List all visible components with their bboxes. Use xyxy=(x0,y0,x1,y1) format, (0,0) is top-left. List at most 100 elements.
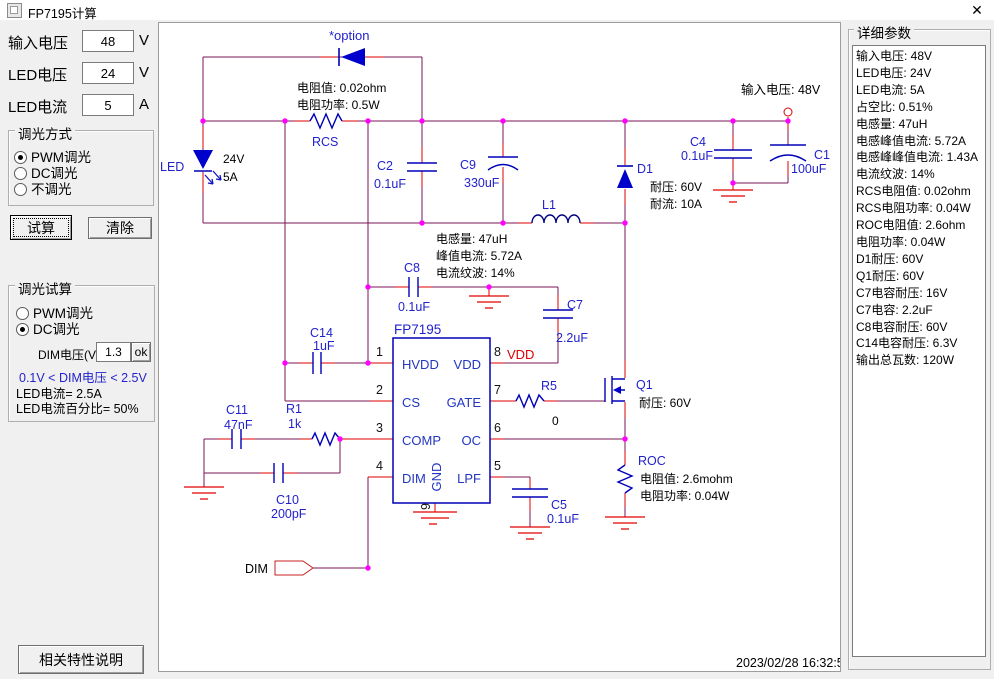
r1-designator: R1 xyxy=(286,402,302,416)
dimming-trial-groupbox xyxy=(8,285,155,422)
dim-range-hint: 0.1V < DIM电压 < 2.5V xyxy=(19,371,147,385)
roc-designator: ROC xyxy=(638,454,666,468)
calculate-button[interactable]: 试算 xyxy=(10,215,72,240)
param-item[interactable]: 电感峰峰值电流: 1.43A xyxy=(856,150,979,165)
detail-params-listbox[interactable]: 输入电压: 48V LED电压: 24V LED电流: 5A 占空比: 0.51… xyxy=(852,45,986,657)
dim-voltage-field[interactable] xyxy=(96,342,131,362)
param-item[interactable]: 电感量: 47uH xyxy=(856,116,928,131)
c1-capacitor xyxy=(769,144,807,162)
radio-label: PWM调光 xyxy=(33,306,93,321)
c4-value: 0.1uF xyxy=(681,149,713,163)
radio-icon xyxy=(14,167,27,180)
param-item[interactable]: C8电容耐压: 60V xyxy=(856,319,948,334)
input-voltage-field[interactable] xyxy=(82,30,134,52)
c8-value: 0.1uF xyxy=(398,300,430,314)
param-item[interactable]: LED电压: 24V xyxy=(856,65,932,80)
radio-label: DC调光 xyxy=(33,322,80,337)
led-current-unit: A xyxy=(139,96,150,113)
param-item[interactable]: RCS电阻功率: 0.04W xyxy=(856,201,971,216)
roc-resistance-label: 电阻值: 2.6mohm xyxy=(640,471,733,486)
c1-designator: C1 xyxy=(814,148,830,162)
c7-capacitor xyxy=(543,309,573,319)
input-voltage-unit: V xyxy=(139,32,150,49)
l1-ripple-note: 电流纹波: 14% xyxy=(436,266,515,280)
param-item[interactable]: 电流纹波: 14% xyxy=(856,167,935,182)
pin-number-1: 1 xyxy=(376,345,383,359)
q1-mosfet xyxy=(604,376,625,404)
c2-capacitor xyxy=(407,162,437,172)
r5-resistor xyxy=(515,393,545,409)
c10-capacitor xyxy=(273,463,284,483)
c7-designator: C7 xyxy=(567,298,583,312)
pin-vdd: VDD xyxy=(454,357,481,372)
c11-designator: C11 xyxy=(226,403,248,417)
pin-number-2: 2 xyxy=(376,383,383,397)
c14-capacitor xyxy=(312,352,322,374)
param-item[interactable]: Q1耐压: 60V xyxy=(856,268,925,283)
param-item[interactable]: 电阻功率: 0.04W xyxy=(856,234,946,249)
c1-value: 100uF xyxy=(791,162,827,176)
rcs-resistance-label: 电阻值: 0.02ohm xyxy=(297,80,386,95)
l1-peak-note: 峰值电流: 5.72A xyxy=(436,248,522,263)
vdd-net-label: VDD xyxy=(507,347,534,362)
radio-icon xyxy=(16,307,29,320)
pin-oc: OC xyxy=(462,433,482,448)
dim-port-label: DIM xyxy=(245,562,268,576)
clear-button[interactable]: 清除 xyxy=(88,217,152,239)
timestamp: 2023/02/28 16:32:52 xyxy=(736,656,840,670)
option-diode xyxy=(341,48,365,66)
pin-cs: CS xyxy=(402,395,420,410)
led-current-field[interactable] xyxy=(82,94,134,116)
radio-label: PWM调光 xyxy=(31,150,91,165)
param-item[interactable]: RCS电阻值: 0.02ohm xyxy=(856,184,971,199)
radio-no-dimming[interactable]: 不调光 xyxy=(14,178,72,197)
input-voltage-note: 输入电压: 48V xyxy=(741,82,821,97)
pin-comp: COMP xyxy=(402,433,441,448)
radio-icon xyxy=(16,323,29,336)
param-item[interactable]: 输入电压: 48V xyxy=(856,49,933,63)
ok-button[interactable]: ok xyxy=(131,342,151,362)
param-item[interactable]: D1耐压: 60V xyxy=(856,251,924,266)
led-diode xyxy=(193,150,213,169)
param-item[interactable]: 输出总瓦数: 120W xyxy=(856,353,955,368)
led-voltage-unit: V xyxy=(139,64,150,81)
trial-radio-pwm[interactable]: PWM调光 xyxy=(16,302,93,321)
pin-lpf: LPF xyxy=(457,471,481,486)
roc-resistor xyxy=(616,464,634,494)
c9-value: 330uF xyxy=(464,176,500,190)
radio-dc-dimming[interactable]: DC调光 xyxy=(14,162,78,181)
param-item[interactable]: ROC电阻值: 2.6ohm xyxy=(856,218,966,233)
detail-params-title: 详细参数 xyxy=(854,22,914,42)
characteristics-info-button[interactable]: 相关特性说明 xyxy=(18,645,144,674)
trial-radio-dc[interactable]: DC调光 xyxy=(16,318,80,337)
radio-pwm-dimming[interactable]: PWM调光 xyxy=(14,146,91,165)
param-item[interactable]: 占空比: 0.51% xyxy=(856,99,933,114)
q1-vrating: 耐压: 60V xyxy=(639,396,691,410)
pin-dim: DIM xyxy=(402,471,426,486)
param-item[interactable]: 电感峰值电流: 5.72A xyxy=(856,133,967,148)
c2-designator: C2 xyxy=(377,159,393,173)
trial-result-percent: LED电流百分比= 50% xyxy=(16,402,139,416)
pin-hvdd: HVDD xyxy=(402,357,439,372)
radio-label: 不调光 xyxy=(31,182,72,197)
trial-result-current: LED电流= 2.5A xyxy=(16,387,102,401)
d1-irating: 耐流: 10A xyxy=(650,197,702,211)
c8-designator: C8 xyxy=(404,261,420,275)
component-leads xyxy=(202,56,789,512)
c11-capacitor xyxy=(231,429,242,449)
param-item[interactable]: C7电容: 2.2uF xyxy=(856,302,933,317)
param-item[interactable]: C7电容耐压: 16V xyxy=(856,285,948,300)
param-item[interactable]: LED电流: 5A xyxy=(856,82,925,97)
pin-number-3: 3 xyxy=(376,421,383,435)
c10-designator: C10 xyxy=(276,493,299,507)
l1-designator: L1 xyxy=(542,198,556,212)
c10-value: 200pF xyxy=(271,507,307,521)
radio-label: DC调光 xyxy=(31,166,78,181)
param-item[interactable]: C14电容耐压: 6.3V xyxy=(856,336,958,351)
led-current-note: 5A xyxy=(223,170,238,184)
led-voltage-field[interactable] xyxy=(82,62,134,84)
close-icon[interactable]: ✕ xyxy=(971,2,983,18)
l1-inductor xyxy=(531,214,581,224)
detail-params-groupbox xyxy=(848,29,991,670)
r5-designator: R5 xyxy=(541,379,557,393)
